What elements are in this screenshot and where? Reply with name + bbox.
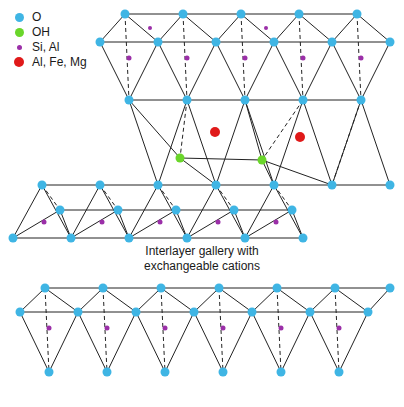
swatch-holder <box>12 40 26 54</box>
legend-row: OH <box>12 25 50 39</box>
legend-row: Si, Al <box>12 40 59 54</box>
oxygen-swatch <box>15 13 24 22</box>
legend-text: OH <box>32 25 50 39</box>
legend-text: Al, Fe, Mg <box>32 55 87 69</box>
legend-row: Al, Fe, Mg <box>12 55 87 69</box>
octahedral-cation-swatch <box>14 57 24 67</box>
hydroxyl-swatch <box>15 28 24 37</box>
swatch-holder <box>12 55 26 69</box>
gallery-label: Interlayer gallery with exchangeable cat… <box>125 244 279 274</box>
legend-text: Si, Al <box>32 40 59 54</box>
legend-row: O <box>12 10 41 24</box>
legend-text: O <box>32 10 41 24</box>
tetrahedral-cation-swatch <box>17 45 22 50</box>
swatch-holder <box>12 25 26 39</box>
swatch-holder <box>12 10 26 24</box>
